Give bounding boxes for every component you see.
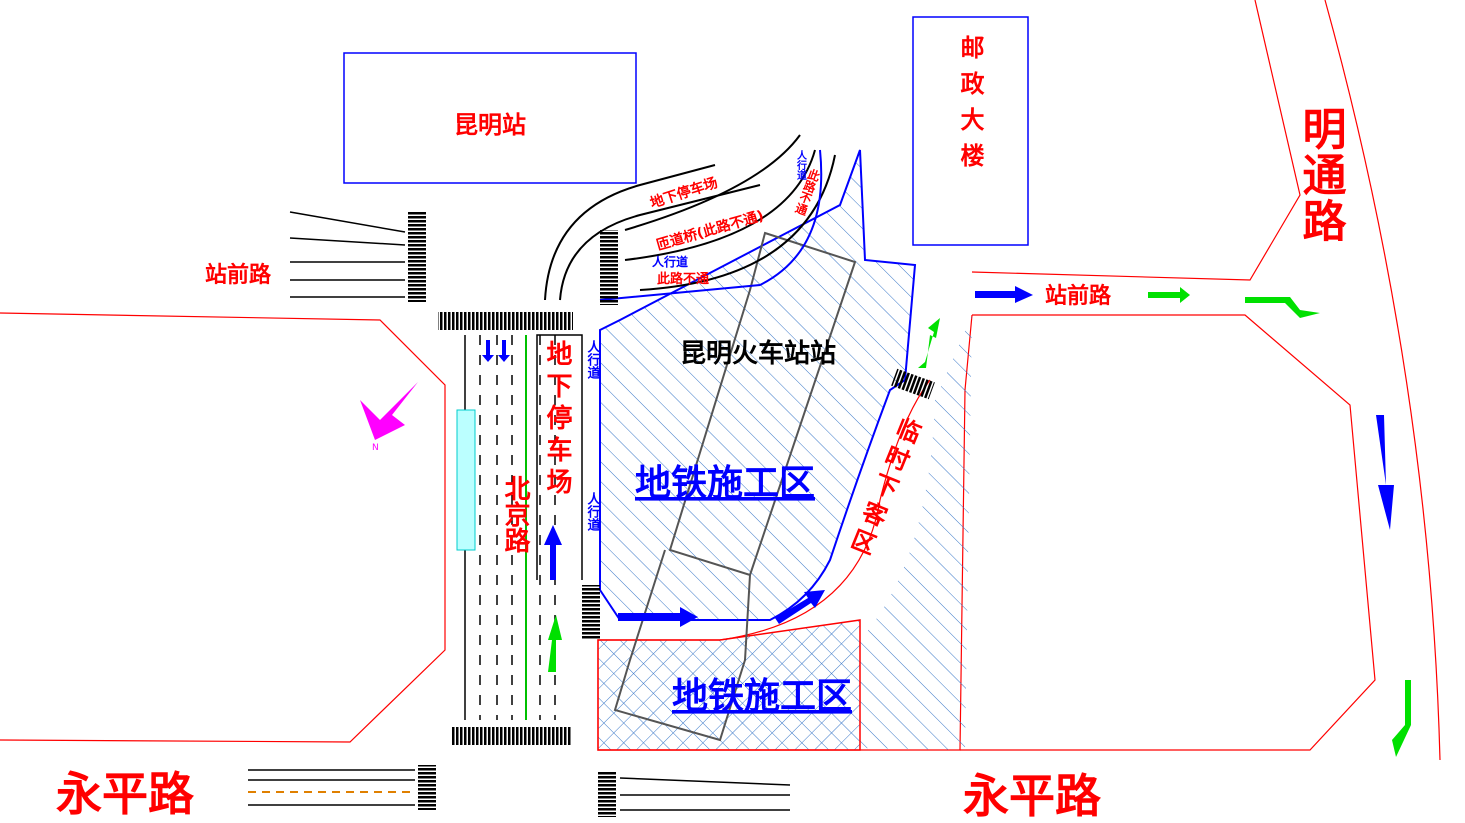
sidewalk-label-1: 人行道 (652, 254, 688, 269)
zhanqian-road-west-label: 站前路 (205, 262, 272, 288)
crosswalk-south (452, 727, 572, 745)
arrow-right-icon (618, 607, 698, 627)
beijing-road-label: 北京路 (500, 475, 530, 553)
crosswalk-west (408, 212, 426, 302)
sidewalk-label-4: 人行道 (585, 491, 602, 532)
arrow-up-icon (918, 318, 940, 368)
crosswalk-east (582, 585, 600, 640)
compass-icon: N (360, 382, 418, 453)
lane-lines (248, 211, 791, 811)
arrow-right-icon (1148, 287, 1190, 303)
station-building (343, 52, 637, 184)
arrow-right-icon (975, 286, 1033, 303)
ramp-lines (544, 134, 836, 301)
crosswalk-yongping-west (418, 765, 436, 810)
crosswalk-north (438, 312, 573, 330)
arrow-up-icon (548, 615, 562, 672)
arrow-right-icon (1245, 297, 1320, 318)
sidewalk-label-2: 人行道 (795, 149, 808, 181)
station-building-label: 昆明站 (454, 111, 526, 139)
metro-station-outline (613, 231, 857, 742)
crosswalk-yongping-east (598, 772, 616, 817)
sidewalk-edge (599, 149, 823, 301)
metro-construction-label-1: 地铁施工区 (635, 463, 815, 504)
post-building-label: 邮政大楼 (956, 35, 984, 179)
zhanqian-road-east-label: 站前路 (1045, 283, 1112, 309)
metro-construction-zone-east (860, 315, 972, 750)
arrow-up-icon (544, 525, 562, 580)
arrow-right-up-icon (775, 590, 825, 624)
arrow-down-icon (482, 340, 494, 362)
crosswalk-ramp (600, 230, 618, 305)
metro-station-label: 昆明火车站站 (680, 338, 836, 369)
bus-stop (456, 409, 476, 551)
blue-arrows (482, 286, 1394, 627)
yongping-road-east-label: 永平路 (963, 769, 1102, 823)
metro-construction-zone-2 (597, 619, 861, 751)
arrow-down-icon (1392, 680, 1411, 757)
mingtong-road-char1: 明通路 (1295, 106, 1347, 244)
svg-text:N: N (372, 443, 379, 453)
sidewalk-label-3: 人行道 (585, 339, 602, 380)
green-arrows (548, 287, 1411, 757)
crosswalk-dropoff (891, 368, 935, 400)
yongping-road-west-label: 永平路 (56, 767, 195, 821)
arrow-down-icon (1376, 415, 1394, 530)
post-building (912, 16, 1029, 246)
arrow-down-icon (498, 340, 510, 362)
underground-parking-label: 地下停车场 (542, 340, 572, 500)
no-through-label-1: 此路不通 (657, 271, 709, 287)
metro-construction-label-2: 地铁施工区 (672, 676, 852, 717)
